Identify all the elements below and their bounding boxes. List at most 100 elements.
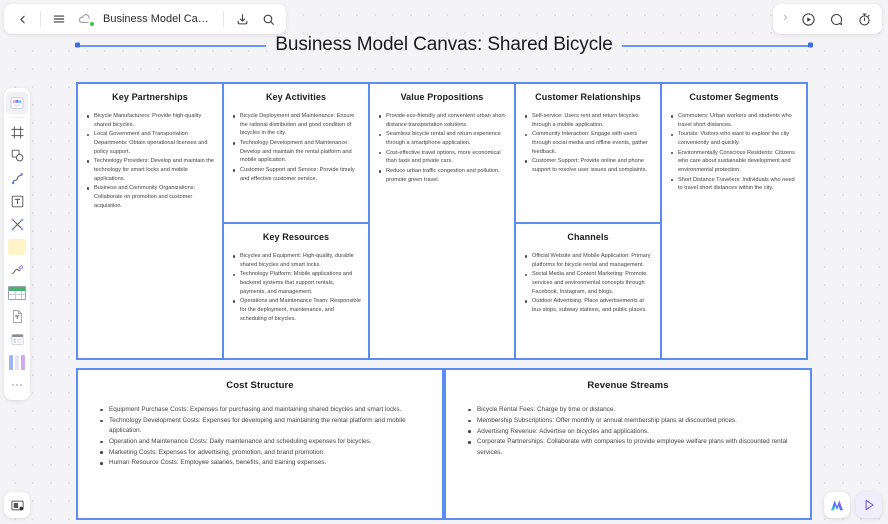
canvas-title-wrap: Business Model Canvas: Shared Bicycle	[0, 30, 888, 60]
templates-icon	[10, 97, 24, 109]
toolbar-divider-2	[223, 11, 224, 27]
bullet-list: Bicycle Rental Fees: Charge by time or d…	[468, 405, 796, 458]
hamburger-menu-icon	[53, 15, 65, 23]
columns-icon	[9, 354, 25, 370]
templates-tool[interactable]	[6, 92, 28, 114]
cloud-sync-status[interactable]	[73, 7, 97, 31]
block-revenue-streams[interactable]: Revenue Streams Bicycle Rental Fees: Cha…	[444, 368, 812, 520]
list-item: Provide eco-friendly and convenient urba…	[379, 112, 507, 129]
block-cost-structure[interactable]: Cost Structure Equipment Purchase Costs:…	[76, 368, 444, 520]
block-key-partnerships[interactable]: Key Partnerships Bicycle Manufacturers: …	[76, 82, 224, 360]
chevron-right-icon	[783, 14, 788, 21]
rail-divider	[10, 117, 24, 118]
list-item: Bicycle Deployment and Maintenance: Ensu…	[233, 112, 361, 138]
list-item: Customer Support and Service: Provide ti…	[233, 166, 361, 183]
menu-button[interactable]	[47, 7, 71, 31]
bullet-list: Bicycles and Equipment: High-quality, du…	[233, 252, 361, 323]
cloud-sync-icon	[78, 14, 90, 24]
shape-tool[interactable]	[6, 144, 28, 166]
document-icon	[12, 309, 22, 323]
ai-assistant-button[interactable]	[824, 492, 850, 518]
page-title[interactable]: Business Model Canvas: Shared Bicycle	[267, 34, 621, 56]
block-body: Bicycle Manufacturers: Provide high-qual…	[78, 104, 222, 217]
block-body: Commuters: Urban workers and students wh…	[662, 104, 806, 200]
list-item: Environmentally Conscious Residents: Cit…	[671, 149, 799, 175]
block-body: Official Website and Mobile Application:…	[516, 244, 660, 322]
top-toolbar-right	[773, 4, 882, 34]
list-item: Commuters: Urban workers and students wh…	[671, 112, 799, 129]
table-tool[interactable]	[6, 282, 28, 304]
block-body: Self-service: Users rent and return bicy…	[516, 104, 660, 182]
comment-button[interactable]	[824, 7, 848, 31]
top-toolbar-left: Business Model Canvas f...	[4, 4, 286, 34]
document-tool[interactable]	[6, 305, 28, 327]
list-item: Human Resource Costs: Employee salaries,…	[100, 458, 428, 468]
list-item: Social Media and Content Marketing: Prom…	[525, 270, 653, 296]
present-button[interactable]	[796, 7, 820, 31]
list-item: Reduce urban traffic congestion and poll…	[379, 167, 507, 184]
more-dots-icon	[12, 384, 22, 386]
bullet-list: Bicycle Deployment and Maintenance: Ensu…	[233, 112, 361, 183]
mindmap-tool[interactable]	[6, 213, 28, 235]
block-title: Key Partnerships	[112, 92, 188, 102]
presentation-tool[interactable]	[4, 492, 30, 518]
stopwatch-icon	[858, 12, 870, 26]
title-handle-right[interactable]	[808, 42, 813, 48]
block-title: Key Activities	[265, 92, 327, 102]
bullet-list: Commuters: Urban workers and students wh…	[671, 112, 799, 193]
document-title[interactable]: Business Model Canvas f...	[103, 13, 217, 25]
list-item: Corporate Partnerships: Collaborate with…	[468, 437, 796, 458]
timer-button[interactable]	[852, 7, 876, 31]
mindmap-icon	[11, 218, 23, 230]
bullet-list: Bicycle Manufacturers: Provide high-qual…	[87, 112, 215, 210]
cursor-pointer-button[interactable]	[856, 492, 882, 518]
toolbar-divider	[40, 11, 41, 27]
block-body: Provide eco-friendly and convenient urba…	[370, 104, 514, 191]
list-item: Marketing Costs: Expenses for advertisin…	[100, 448, 428, 458]
connector-tool[interactable]	[6, 167, 28, 189]
kanban-tool[interactable]	[6, 351, 28, 373]
tool-rail	[4, 88, 30, 400]
back-button[interactable]	[10, 7, 34, 31]
block-key-resources[interactable]: Key Resources Bicycles and Equipment: Hi…	[222, 222, 370, 360]
comment-bubble-icon	[830, 13, 842, 25]
list-item: Business and Community Organizations: Co…	[87, 184, 215, 210]
list-item: Cost-effective travel options, more econ…	[379, 149, 507, 166]
list-item: Equipment Purchase Costs: Expenses for p…	[100, 405, 428, 415]
play-circle-icon	[801, 12, 815, 26]
list-layout-icon	[10, 333, 24, 345]
slide-export-icon	[10, 500, 24, 510]
list-item: Short Distance Travelers: Individuals wh…	[671, 176, 799, 193]
download-button[interactable]	[230, 7, 254, 31]
block-body: Bicycles and Equipment: High-quality, du…	[224, 244, 368, 330]
list-item: Technology Platform: Mobile applications…	[233, 270, 361, 296]
list-item: Community Interaction: Engage with users…	[525, 130, 653, 156]
list-item: Technology Providers: Develop and mainta…	[87, 157, 215, 183]
search-button[interactable]	[256, 7, 280, 31]
block-key-activities[interactable]: Key Activities Bicycle Deployment and Ma…	[222, 82, 370, 224]
text-tool[interactable]	[6, 190, 28, 212]
list-item: Operation and Maintenance Costs: Daily m…	[100, 437, 428, 447]
list-item: Local Government and Transportation Depa…	[87, 130, 215, 156]
expand-toolbar-button[interactable]	[779, 12, 792, 26]
block-body: Bicycle Rental Fees: Charge by time or d…	[446, 393, 810, 464]
block-value-propositions[interactable]: Value Propositions Provide eco-friendly …	[368, 82, 516, 360]
block-customer-segments[interactable]: Customer Segments Commuters: Urban worke…	[660, 82, 808, 360]
list-item: Tourists: Visitors who want to explore t…	[671, 130, 799, 147]
pen-tool[interactable]	[6, 259, 28, 281]
list-item: Customer Support: Provide online and pho…	[525, 157, 653, 174]
sticky-note-tool[interactable]	[6, 236, 28, 258]
more-tools[interactable]	[6, 374, 28, 396]
bullet-list: Official Website and Mobile Application:…	[525, 252, 653, 315]
block-customer-relationships[interactable]: Customer Relationships Self-service: Use…	[514, 82, 662, 224]
chevron-left-icon	[19, 15, 25, 23]
pen-icon	[11, 264, 23, 274]
bullet-list: Equipment Purchase Costs: Expenses for p…	[100, 405, 428, 469]
list-tool[interactable]	[6, 328, 28, 350]
frame-tool[interactable]	[6, 121, 28, 143]
shape-icon	[11, 149, 23, 161]
list-item: Technology Development Costs: Expenses f…	[100, 416, 428, 437]
block-channels[interactable]: Channels Official Website and Mobile App…	[514, 222, 662, 360]
title-handle-left[interactable]	[75, 42, 80, 48]
